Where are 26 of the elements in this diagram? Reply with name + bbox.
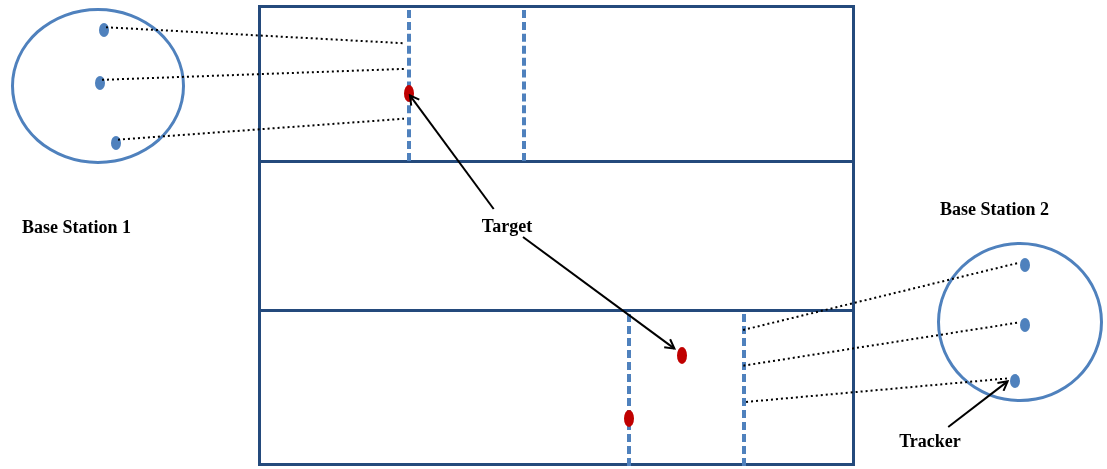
signal-line	[742, 262, 1019, 331]
target-dot	[624, 409, 634, 427]
callout-label: Tracker	[882, 427, 978, 455]
dashed-line	[742, 314, 746, 466]
station-dot	[1020, 258, 1030, 272]
arrow	[408, 94, 495, 210]
station-label: Base Station 1	[22, 216, 131, 239]
station-dot	[99, 23, 109, 37]
station-dot	[111, 136, 121, 150]
signal-line	[101, 67, 405, 81]
station-dot	[1020, 318, 1030, 332]
target-dot	[677, 346, 687, 364]
base-station-circle	[11, 8, 185, 164]
signal-line	[105, 26, 405, 45]
signal-line	[117, 117, 405, 141]
dashed-line	[522, 10, 526, 161]
station-dot	[95, 76, 105, 90]
callout-label: Target	[465, 212, 549, 240]
arrow	[947, 380, 1009, 428]
station-label: Base Station 2	[940, 198, 1049, 221]
base-station-circle	[937, 242, 1103, 402]
station-dot	[1010, 374, 1020, 388]
target-dot	[404, 84, 414, 102]
arrow	[522, 236, 676, 350]
building-outline	[258, 5, 855, 466]
signal-line	[742, 321, 1019, 367]
